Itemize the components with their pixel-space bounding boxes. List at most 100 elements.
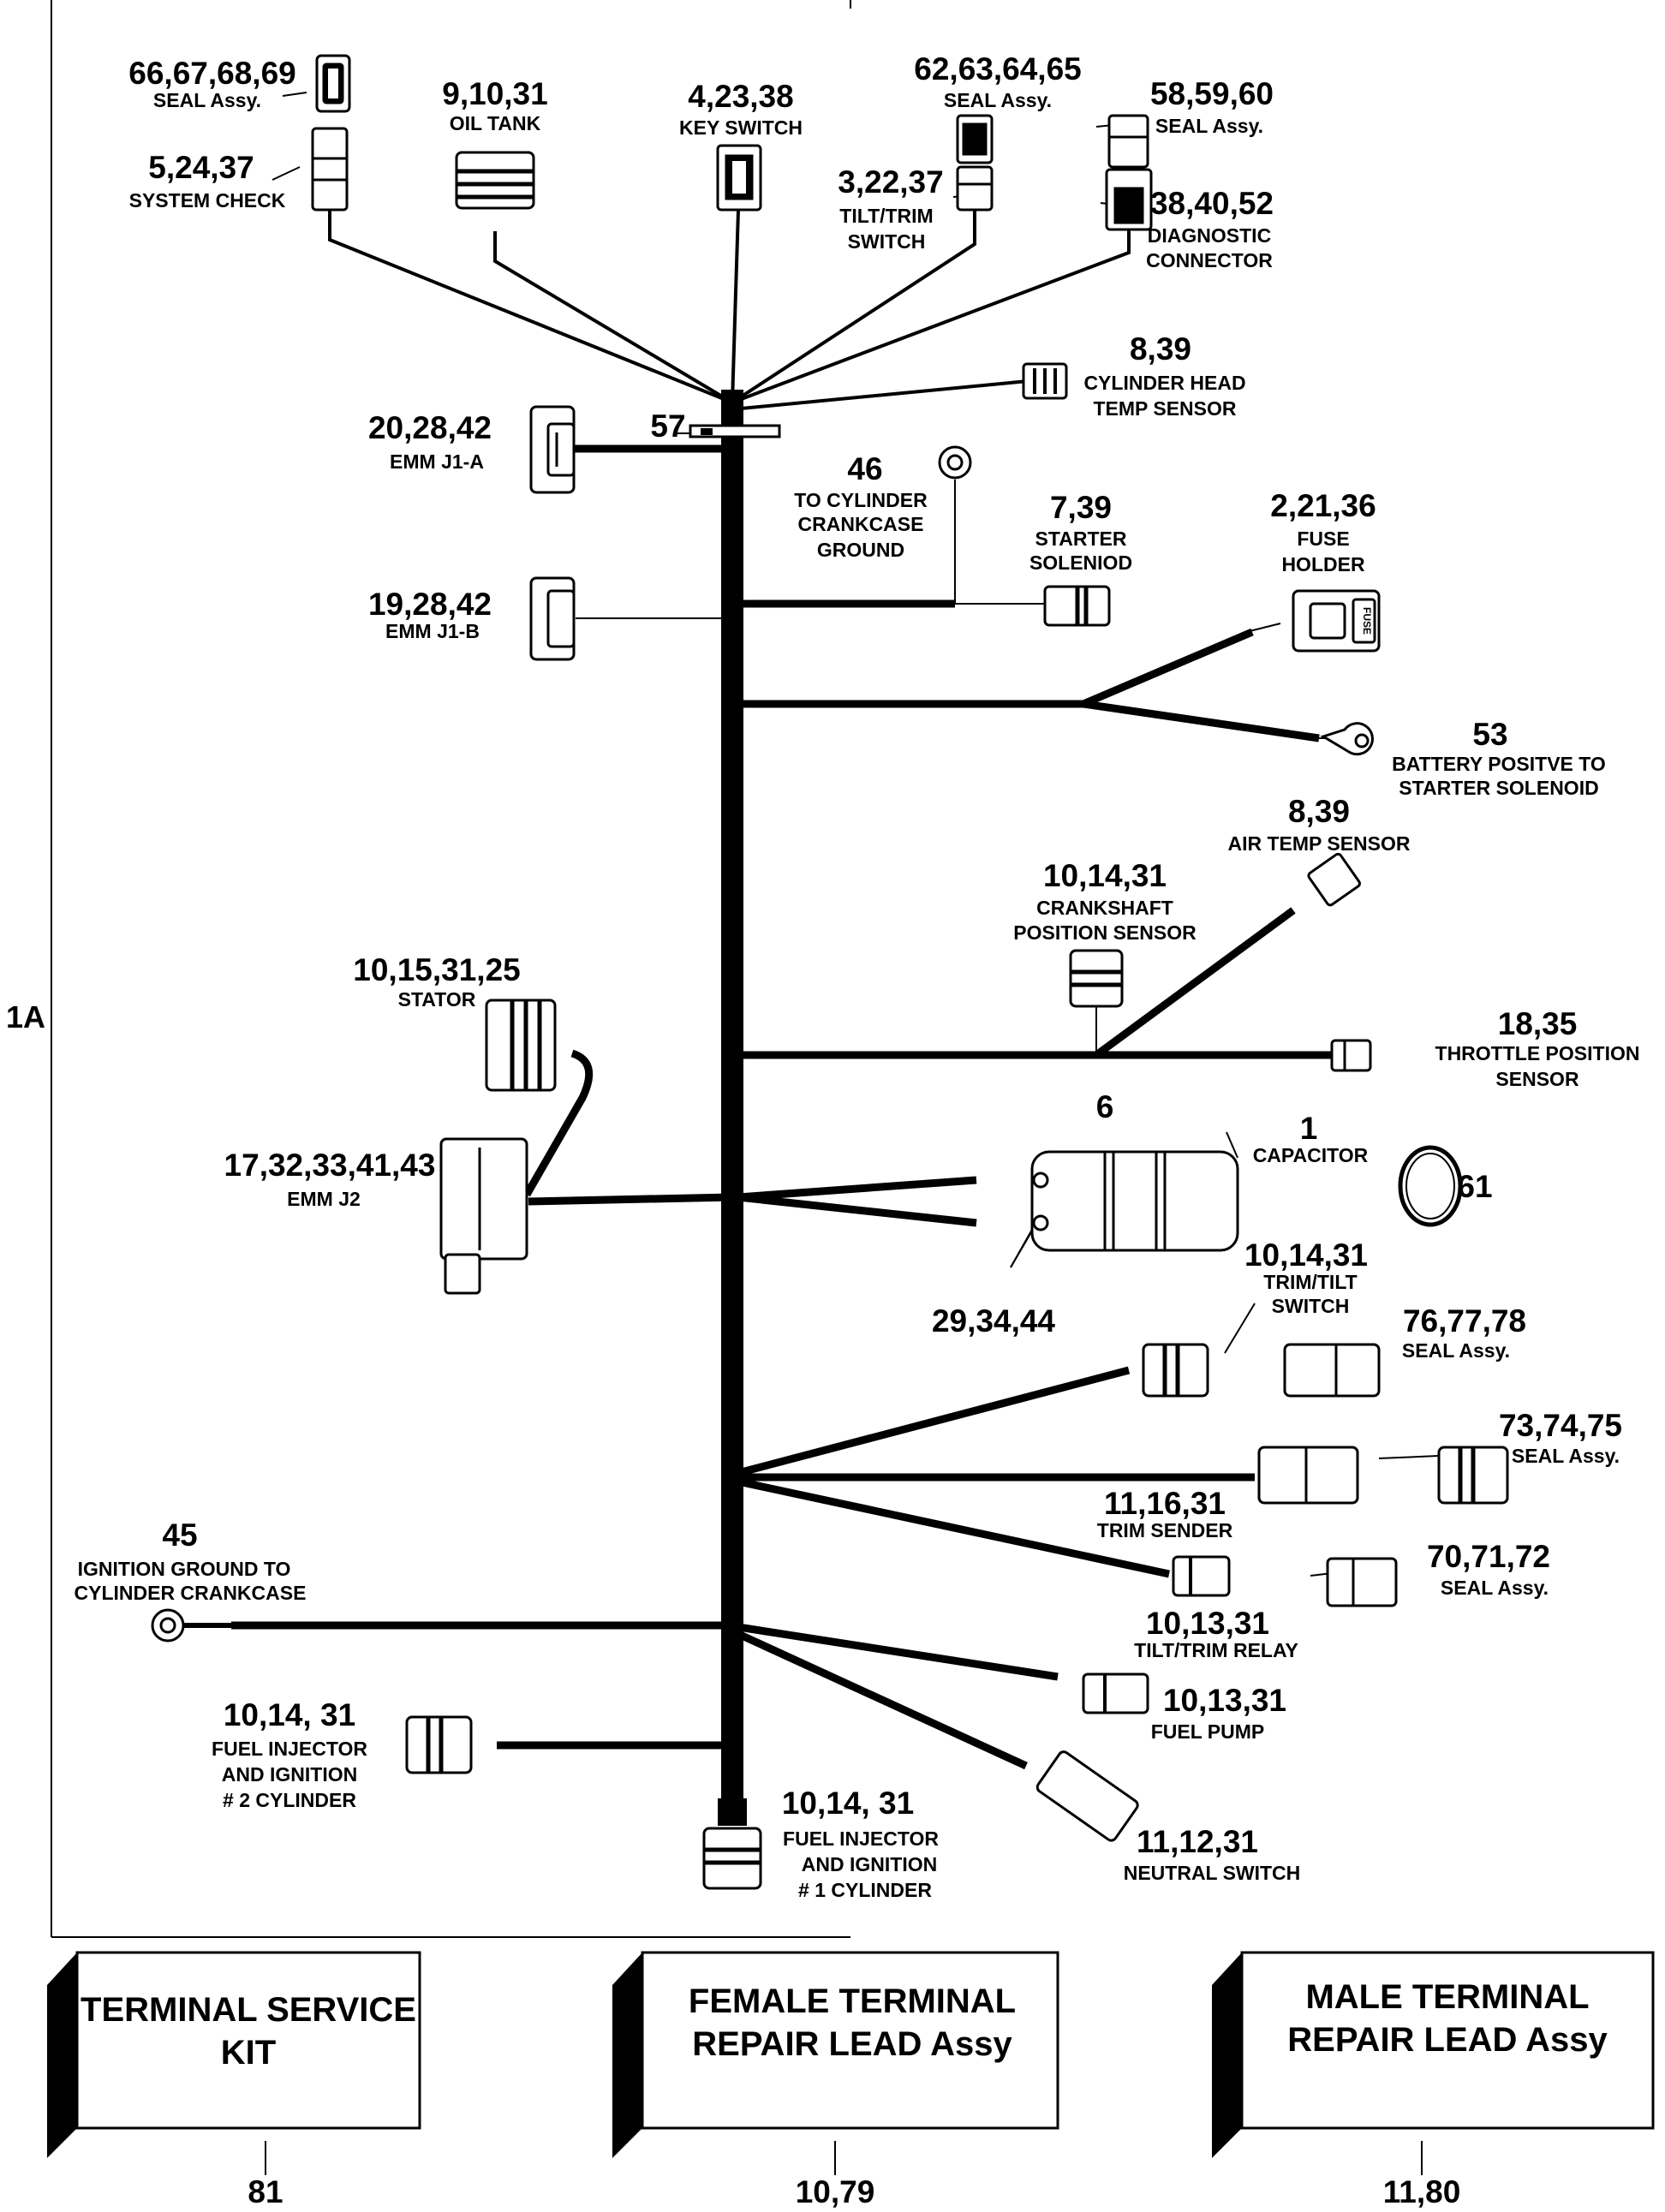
capacitor-terminals-number: 29,34,44 xyxy=(932,1303,1055,1339)
seal-62-label: SEAL Assy. xyxy=(944,89,1052,111)
stator-label: STATOR xyxy=(398,988,476,1011)
emm-j2-number: 17,32,33,41,43 xyxy=(224,1148,436,1183)
kit-2-line-1: FEMALE TERMINAL xyxy=(689,1982,1016,2020)
cyl-ground-number: 46 xyxy=(847,451,882,486)
kit-3-line-2: REPAIR LEAD Assy xyxy=(1287,2021,1608,2059)
injector-2-connector xyxy=(405,1715,473,1774)
ignition-ground-eyelet xyxy=(151,1608,231,1643)
kit-2-line-2: REPAIR LEAD Assy xyxy=(692,2025,1012,2063)
throttle-position-label-1: THROTTLE POSITION xyxy=(1435,1042,1640,1064)
emm-j1a-connector xyxy=(529,405,576,494)
trim-sender-connector xyxy=(1257,1446,1359,1505)
emm-j1a-number: 20,28,42 xyxy=(368,410,492,445)
stator-number: 10,15,31,25 xyxy=(353,952,520,987)
injector-1-number: 10,14, 31 xyxy=(782,1786,914,1821)
trim-tilt-switch-number: 10,14,31 xyxy=(1244,1237,1368,1273)
oil-tank-label: OIL TANK xyxy=(450,112,541,134)
emm-j1a-label: EMM J1-A xyxy=(390,450,484,473)
cyl-head-temp-label-2: TEMP SENSOR xyxy=(1094,397,1237,420)
seal-connector-58 xyxy=(1107,114,1149,169)
seal-76-number: 76,77,78 xyxy=(1403,1303,1526,1339)
cyl-head-temp-label-1: CYLINDER HEAD xyxy=(1083,372,1245,394)
starter-solenoid-connector xyxy=(1043,585,1111,627)
key-switch-connector xyxy=(716,144,762,212)
fuel-pump-connector xyxy=(1082,1672,1149,1714)
section-label: 1A xyxy=(6,999,45,1034)
injector-2-label-3: # 2 CYLINDER xyxy=(223,1789,356,1811)
cyl-ground-label-1: TO CYLINDER xyxy=(794,489,928,511)
clamp-61 xyxy=(1398,1145,1463,1227)
cable-tie xyxy=(689,424,781,438)
cyl-ground-label-2: CRANKCASE xyxy=(798,513,924,535)
leader-lines xyxy=(168,92,1440,1626)
fuse-holder-number: 2,21,36 xyxy=(1270,488,1376,523)
air-temp-sensor xyxy=(1307,852,1361,907)
key-switch-label: KEY SWITCH xyxy=(679,116,803,139)
air-temp-number: 8,39 xyxy=(1288,794,1350,829)
kit-female-terminal: FEMALE TERMINAL REPAIR LEAD Assy 10,79 xyxy=(612,1951,1059,2209)
harness-trunk xyxy=(721,390,743,1820)
starter-solenoid-label-2: SOLENIOD xyxy=(1029,552,1132,574)
kit-terminal-service: TERMINAL SERVICE KIT 81 xyxy=(47,1951,421,2209)
ground-eyelet-46 xyxy=(938,445,972,480)
kit-male-terminal: MALE TERMINAL REPAIR LEAD Assy 11,80 xyxy=(1212,1951,1655,2209)
key-switch-number: 4,23,38 xyxy=(688,79,793,114)
trunk-item-number: 57 xyxy=(650,408,685,444)
stator-connector xyxy=(485,999,557,1092)
throttle-position-sensor xyxy=(1330,1039,1372,1072)
seal-62-number: 62,63,64,65 xyxy=(914,51,1081,86)
system-check-label: SYSTEM CHECK xyxy=(129,189,286,212)
system-check-number: 5,24,37 xyxy=(148,150,254,185)
capacitor-body xyxy=(1030,1150,1239,1252)
tilt-trim-relay-connector xyxy=(1172,1555,1231,1597)
air-temp-label: AIR TEMP SENSOR xyxy=(1228,832,1411,855)
seal-73-label: SEAL Assy. xyxy=(1512,1445,1620,1467)
diagnostic-connector-number: 38,40,52 xyxy=(1150,186,1274,221)
fuse-marking: FUSE xyxy=(1361,607,1373,635)
emm-j1b-connector xyxy=(529,576,576,661)
tilt-trim-switch-number: 3,22,37 xyxy=(838,164,943,200)
callout-labels: 66,67,68,69 SEAL Assy. 5,24,37 SYSTEM CH… xyxy=(75,51,1640,1901)
battery-positive-number: 53 xyxy=(1472,717,1507,752)
ignition-ground-label-1: IGNITION GROUND TO xyxy=(78,1558,291,1580)
fuse-holder-label-2: HOLDER xyxy=(1281,553,1365,575)
starter-solenoid-label-1: STARTER xyxy=(1035,528,1127,550)
kit-1-line-1: TERMINAL SERVICE xyxy=(81,1991,416,2029)
system-check-connector xyxy=(311,127,349,212)
emm-j1b-label: EMM J1-B xyxy=(385,620,480,642)
seal-connector-62 xyxy=(956,114,994,164)
ignition-ground-number: 45 xyxy=(162,1517,197,1553)
diagnostic-connector-label-2: CONNECTOR xyxy=(1146,249,1273,271)
injector-1-label-3: # 1 CYLINDER xyxy=(798,1879,932,1901)
capacitor-number: 1 xyxy=(1300,1111,1318,1146)
frame xyxy=(51,0,851,1938)
kit-1-number: 81 xyxy=(248,2174,283,2209)
diagnostic-connector-label-1: DIAGNOSTIC xyxy=(1148,224,1271,247)
neutral-switch-connector xyxy=(1035,1750,1139,1842)
seal-66-number: 66,67,68,69 xyxy=(128,56,295,91)
crankshaft-sensor-label-1: CRANKSHAFT xyxy=(1036,897,1173,919)
emm-j2-label: EMM J2 xyxy=(287,1188,361,1210)
emm-j1b-number: 19,28,42 xyxy=(368,587,492,622)
battery-positive-eyelet xyxy=(1320,722,1374,756)
seal-73-number: 73,74,75 xyxy=(1499,1408,1622,1443)
harness-end xyxy=(718,1798,747,1826)
seal-76-label: SEAL Assy. xyxy=(1402,1339,1510,1362)
starter-solenoid-number: 7,39 xyxy=(1050,490,1112,525)
seal-58-number: 58,59,60 xyxy=(1150,76,1274,111)
injector-1-label-1: FUEL INJECTOR xyxy=(783,1827,939,1850)
fuel-pump-label: FUEL PUMP xyxy=(1151,1720,1264,1743)
diagnostic-connector xyxy=(1105,168,1153,231)
seal-66-label: SEAL Assy. xyxy=(153,89,261,111)
injector-2-number: 10,14, 31 xyxy=(224,1697,355,1732)
fuel-pump-number: 10,13,31 xyxy=(1163,1683,1286,1718)
emm-j2-connector xyxy=(439,1137,528,1295)
injector-1-label-2: AND IGNITION xyxy=(802,1853,937,1875)
injector-2-label-1: FUEL INJECTOR xyxy=(212,1738,367,1760)
oil-tank-connector xyxy=(455,151,535,210)
neutral-switch-number: 11,12,31 xyxy=(1137,1824,1258,1859)
tilt-trim-relay-number: 10,13,31 xyxy=(1146,1606,1269,1641)
trim-tilt-switch-label-1: TRIM/TILT xyxy=(1263,1271,1357,1293)
top-wires xyxy=(328,209,1131,411)
